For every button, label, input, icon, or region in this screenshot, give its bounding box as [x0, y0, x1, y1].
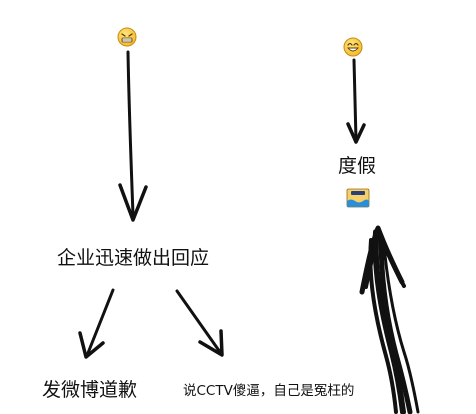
arrow-enterprise-to-weibo	[78, 288, 115, 359]
node-vacation: 度假	[338, 155, 377, 177]
node-enterprise-response: 企业迅速做出回应	[57, 247, 210, 269]
swimmer-icon	[346, 188, 370, 208]
arrow-emoji-to-vacation	[346, 58, 366, 144]
node-weibo-apology: 发微博道歉	[42, 379, 138, 401]
grimacing-face-icon	[117, 27, 137, 47]
arrow-emoji-to-enterprise	[118, 50, 148, 222]
scribble-arrow-up	[359, 225, 420, 414]
arrow-enterprise-to-cctv	[175, 289, 224, 357]
node-cctv-claim: 说CCTV傻逼，自己是冤枉的	[183, 383, 355, 399]
grinning-face-icon	[343, 37, 363, 57]
